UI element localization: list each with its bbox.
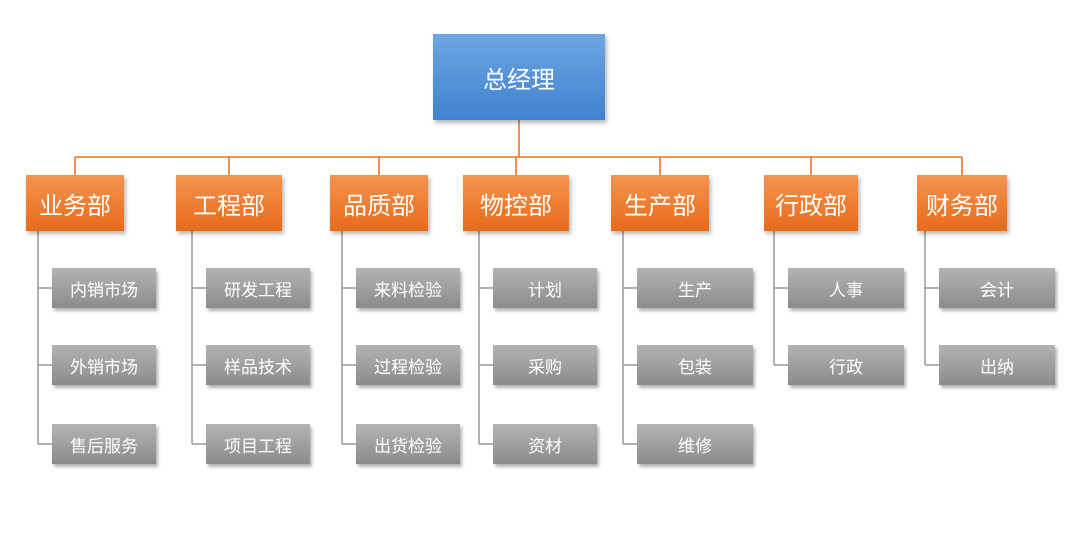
department-node: 行政部 [764,175,858,231]
unit-node: 资材 [493,424,597,464]
unit-node: 售后服务 [52,424,156,464]
department-node: 物控部 [463,175,569,231]
department-node: 品质部 [330,175,428,231]
unit-node: 过程检验 [356,345,460,385]
department-node: 业务部 [26,175,124,231]
unit-node: 行政 [788,345,904,385]
unit-node: 内销市场 [52,268,156,308]
unit-node: 项目工程 [206,424,310,464]
unit-node: 研发工程 [206,268,310,308]
department-node: 财务部 [917,175,1007,231]
unit-node: 计划 [493,268,597,308]
department-node: 生产部 [611,175,709,231]
unit-node: 样品技术 [206,345,310,385]
root-node-general-manager: 总经理 [433,34,605,120]
unit-node: 会计 [939,268,1055,308]
unit-node: 人事 [788,268,904,308]
unit-node: 包装 [637,345,753,385]
unit-node: 外销市场 [52,345,156,385]
unit-node: 出纳 [939,345,1055,385]
unit-node: 生产 [637,268,753,308]
unit-node: 出货检验 [356,424,460,464]
unit-node: 采购 [493,345,597,385]
department-node: 工程部 [176,175,282,231]
unit-node: 维修 [637,424,753,464]
unit-node: 来料检验 [356,268,460,308]
